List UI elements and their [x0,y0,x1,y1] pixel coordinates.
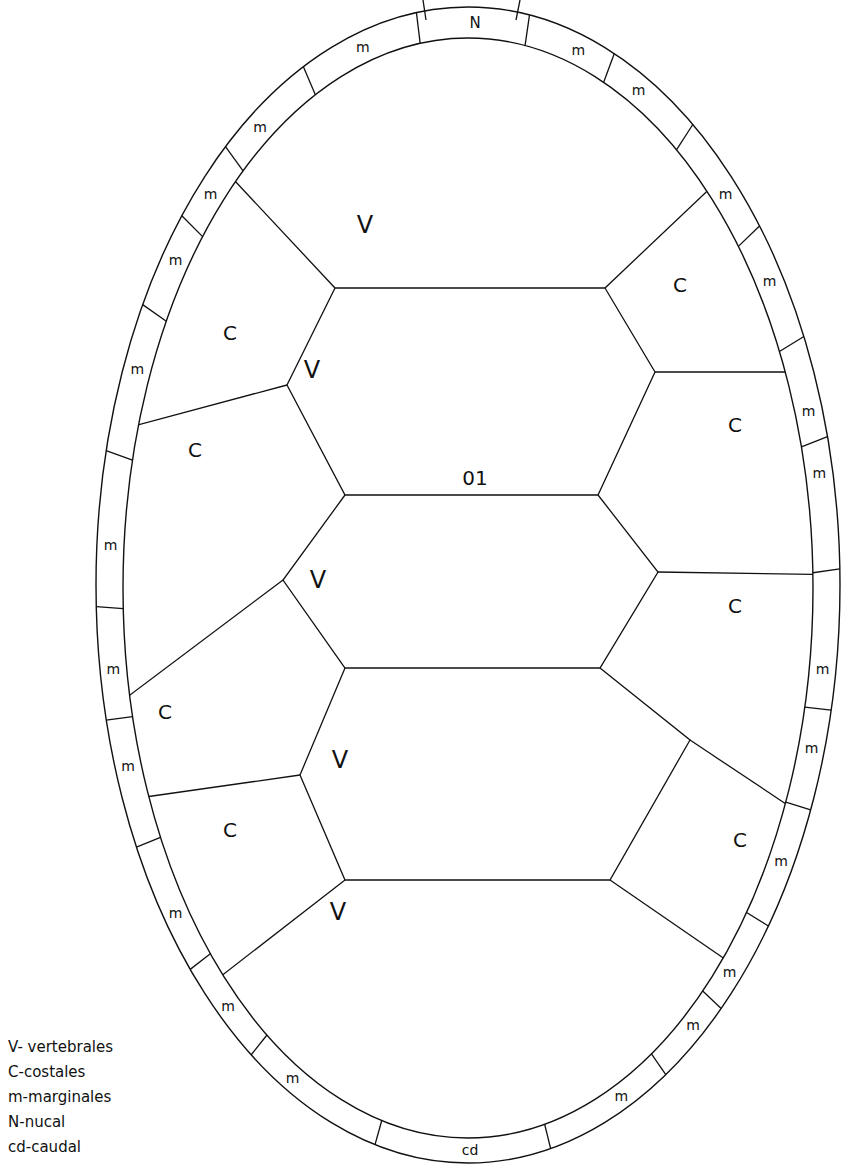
scute-label: N [469,15,480,30]
marginal-divider [676,124,692,149]
seam [655,371,845,372]
seam [610,880,780,997]
legend-text: N-nucal [8,1115,65,1130]
scute-label: m [121,759,135,773]
marginal-divider [703,991,721,1009]
scute-label: m [632,83,646,97]
scute-label: C [728,596,742,616]
marginal-divider [747,912,769,926]
scute-label: V [330,900,346,924]
scute-label: m [286,1071,300,1085]
marginal-divider [225,147,243,171]
scute-label: m [763,274,777,288]
seam [110,775,300,802]
scute-label: C [223,323,237,343]
marginal-divider [190,954,210,970]
scute-label: m [723,965,737,979]
seam [100,385,287,435]
scute-label: m [816,662,830,676]
marginal-divider [813,569,840,573]
legend-text: m-marginales [8,1090,111,1105]
marginal-divider [251,1035,267,1055]
scute-label: m [812,466,826,480]
marginal-divider [545,1124,551,1148]
scute-label: C [673,275,687,295]
marginal-divider [106,451,132,461]
neck-line [516,0,520,20]
seam [658,572,845,575]
seam [220,160,740,288]
seam [90,580,283,725]
marginal-divider [375,1121,382,1145]
scute-label: m [719,187,733,201]
marginal-divider [182,216,203,237]
marginal-divider [779,336,803,351]
legend-text: cd-caudal [8,1140,81,1155]
scute-label: C [733,830,747,850]
scute-label: V [310,568,326,592]
scute-label: C [188,440,202,460]
scute-label: m [169,253,183,267]
marginal-divider [651,1054,665,1075]
scute-label: C [223,820,237,840]
scute-label: V [304,358,320,382]
marginal-divider [805,707,831,710]
marginal-divider [525,15,529,46]
marginal-divider [96,607,123,609]
marginal-divider [143,305,167,322]
scute-label: V [357,213,373,237]
scute-label: 01 [462,468,487,488]
scute-label: m [104,538,118,552]
scute-label: m [107,662,121,676]
inner-rim [123,38,813,1138]
scute-label: C [728,415,742,435]
seam [300,668,690,880]
scute-label: m [774,854,788,868]
scute-label: m [686,1018,700,1032]
marginal-divider [786,802,811,810]
seam [180,880,345,1008]
scute-label: cd [462,1143,479,1157]
seam [283,495,658,668]
marginal-divider [136,837,160,847]
scute-label: m [805,741,819,755]
scute-label: C [158,702,172,722]
scute-label: m [130,362,144,376]
seam [287,288,655,495]
marginal-dividers [96,13,840,1149]
scute-label: m [169,906,183,920]
scute-seams [90,160,845,1008]
outer-rim [96,7,840,1163]
scute-label: m [571,43,585,57]
marginal-divider [106,717,132,721]
legend-text: V- vertebrales [8,1040,113,1055]
scute-label: m [204,187,218,201]
seam [690,740,840,840]
scute-label: m [615,1089,629,1103]
scute-label: V [332,748,348,772]
marginal-divider [801,437,827,447]
marginal-divider [416,13,420,44]
marginal-divider [303,67,315,95]
scute-label: m [356,40,370,54]
scute-label: m [253,120,267,134]
scute-label: m [802,404,816,418]
legend-text: C-costales [8,1065,85,1080]
marginal-divider [738,226,759,246]
scute-label: m [221,999,235,1013]
marginal-divider [604,54,615,83]
